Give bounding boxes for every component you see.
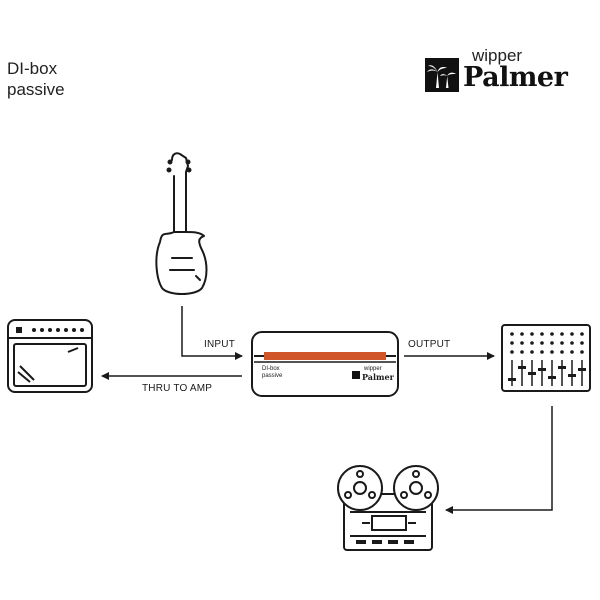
- diagram-title: DI-box passive: [7, 58, 65, 100]
- input-connection: [181, 306, 243, 360]
- mixer-icon: [501, 324, 591, 392]
- di-box-device: [251, 331, 399, 397]
- device-brand-small: wipper: [364, 366, 382, 372]
- device-brand-name: Palmer: [362, 372, 394, 382]
- amplifier-icon: [7, 319, 93, 393]
- title-line-2: passive: [7, 80, 65, 99]
- thru-to-amp-label: THRU TO AMP: [142, 383, 213, 394]
- small-palm-logo: [352, 371, 360, 379]
- palm-tree-logo: [425, 58, 459, 92]
- output-label: OUTPUT: [408, 339, 451, 350]
- brand-palmer: Palmer: [463, 62, 568, 93]
- input-label: INPUT: [204, 339, 235, 350]
- title-line-1: DI-box: [7, 59, 58, 78]
- electric-guitar-icon: [155, 152, 208, 295]
- device-model-text: DI-box passive: [262, 366, 282, 380]
- brand-wipper: wipper: [472, 46, 523, 65]
- signal-connections: [101, 306, 553, 514]
- device-line-1: DI-box: [262, 366, 280, 372]
- tape-recorder-icon: [337, 465, 439, 551]
- device-line-2: passive: [262, 373, 283, 379]
- di-box-accent-stripe: [264, 352, 386, 360]
- brand-logo: wipper Palmer: [425, 46, 590, 98]
- mixer-to-recorder-connection: [445, 406, 553, 514]
